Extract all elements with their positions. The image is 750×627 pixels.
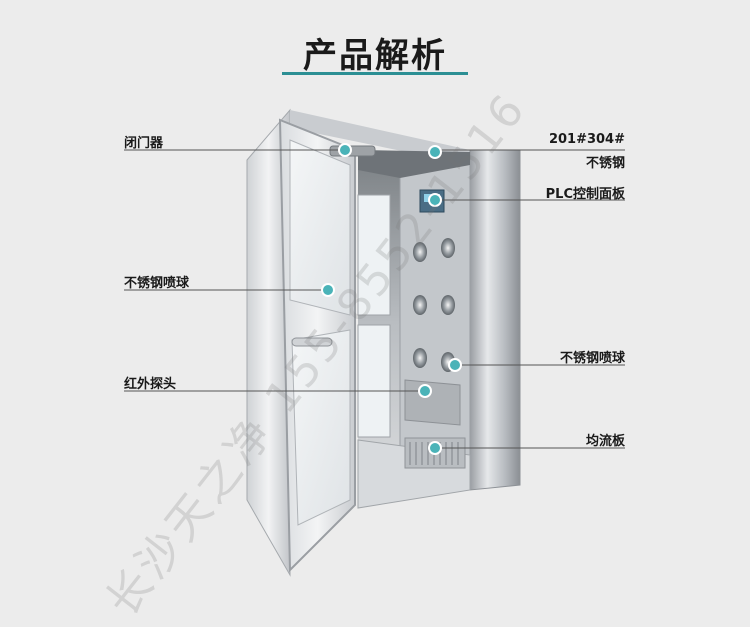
product-diagram: 产品解析 [97, 36, 625, 626]
page-title: 产品解析 [303, 36, 447, 76]
flow-plate-grille [404, 437, 466, 469]
label-plc-panel: PLC控制面板 [545, 187, 625, 202]
label-flow-plate: 均流板 [585, 434, 625, 449]
label-material-grade: 201#304# [548, 132, 625, 147]
door-closer-shape [329, 145, 376, 157]
title-underline [282, 72, 468, 75]
label-nozzle-left: 不锈钢喷球 [124, 276, 190, 291]
label-ir-sensor: 红外探头 [124, 377, 177, 392]
nozzle-array [413, 238, 455, 372]
air-shower-illustration [124, 108, 625, 577]
label-nozzle-right: 不锈钢喷球 [559, 351, 625, 366]
leader-lines [124, 149, 625, 449]
label-material-type: 不锈钢 [585, 156, 625, 171]
label-door-closer: 闭门器 [124, 136, 164, 151]
callout-dots [321, 143, 462, 455]
